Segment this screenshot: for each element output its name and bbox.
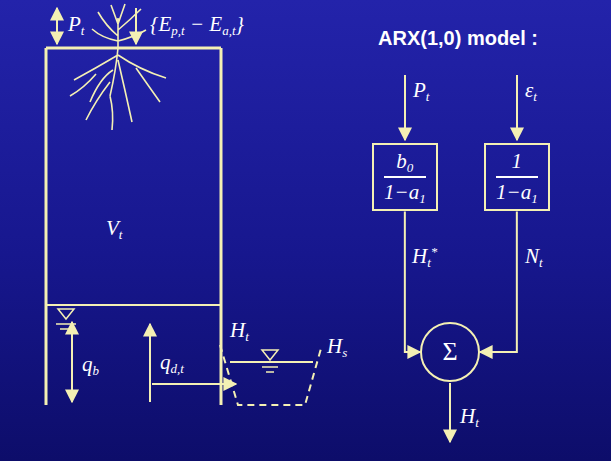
input-signal: Pt [413, 78, 429, 103]
model-title: ARX(1,0) model : [378, 26, 538, 50]
transfer-box: 11−a1 [484, 143, 550, 211]
sum-symbol: Σ [442, 336, 457, 367]
numerator: 1 [496, 149, 538, 174]
level-label: Ht [230, 318, 249, 343]
output-signal: Ht [460, 404, 479, 429]
flux-label: {Ep,t − Ea,t} [150, 12, 244, 37]
flux-label: qb [82, 352, 99, 377]
ditch-level-label: Hs [327, 334, 347, 359]
denominator: 1−a1 [384, 176, 426, 205]
signal-label: Nt [525, 244, 543, 269]
transfer-box: b01−a1 [372, 143, 438, 211]
flux-label: Pt [68, 12, 84, 37]
numerator: b0 [384, 149, 426, 174]
storage-label: Vt [106, 216, 122, 241]
noise-signal: εt [525, 78, 537, 103]
signal-connector [480, 211, 517, 352]
denominator: 1−a1 [496, 176, 538, 205]
signal-label: Ht* [412, 244, 437, 269]
flux-label: qd,t [160, 350, 184, 375]
signal-connector [405, 211, 420, 352]
summing-junction: Σ [420, 322, 480, 382]
